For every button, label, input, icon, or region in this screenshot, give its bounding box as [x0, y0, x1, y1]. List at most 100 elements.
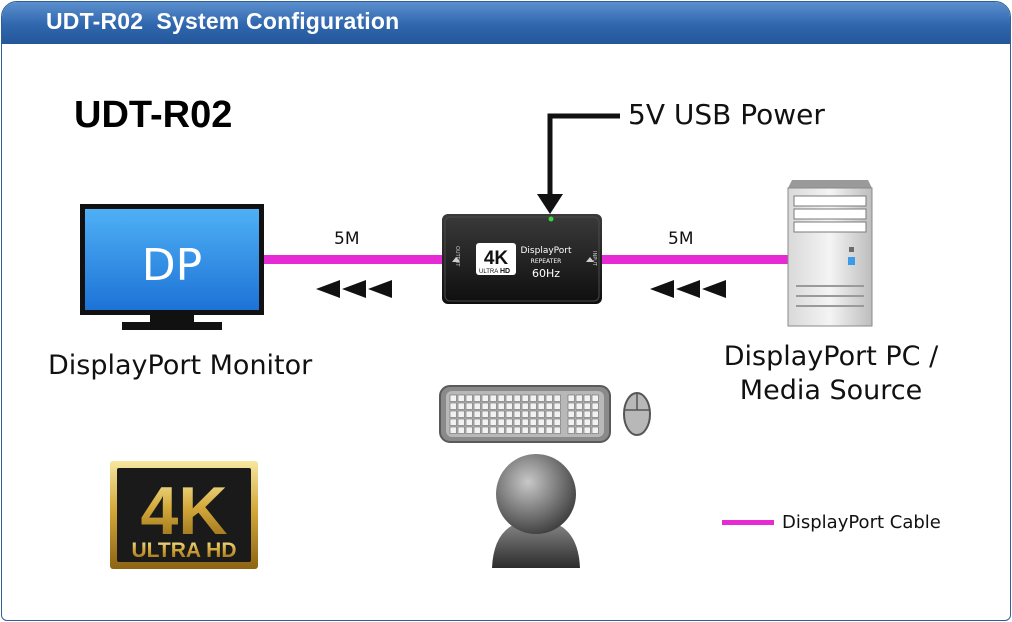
- cable-right: [602, 255, 792, 264]
- repeater-type: REPEATER: [531, 258, 562, 265]
- keyboard-key: [529, 402, 537, 410]
- logo-4k-text: 4K: [141, 473, 228, 549]
- keyboard-key: [529, 418, 537, 426]
- keyboard-key: [583, 394, 591, 402]
- output-arrow-icon: [452, 257, 460, 262]
- keyboard-key: [449, 394, 457, 402]
- repeater-badge-ultra: ULTRA: [479, 269, 498, 275]
- model-name: UDT-R02: [74, 94, 233, 136]
- keyboard-key: [545, 394, 553, 402]
- keyboard-key: [591, 402, 599, 410]
- title-bar: UDT-R02 System Configuration: [2, 2, 1010, 44]
- keyboard-key: [545, 426, 553, 434]
- power-arrow-icon: [537, 194, 563, 214]
- keyboard-key: [473, 418, 481, 426]
- keyboard-key: [553, 418, 561, 426]
- keyboard-key: [537, 402, 545, 410]
- keyboard-key: [583, 410, 591, 418]
- keyboard-key: [505, 418, 513, 426]
- keyboard-key: [575, 426, 583, 434]
- cable-left: [262, 255, 444, 264]
- keyboard-key: [465, 410, 473, 418]
- keyboard-key: [457, 410, 465, 418]
- keyboard-key: [513, 402, 521, 410]
- keyboard-key: [575, 402, 583, 410]
- keyboard-key: [497, 402, 505, 410]
- keyboard-key: [583, 402, 591, 410]
- keyboard-key: [521, 394, 529, 402]
- keyboard-key: [591, 410, 599, 418]
- keyboard-key: [465, 426, 473, 434]
- keyboard-key: [537, 426, 545, 434]
- legend-label: DisplayPort Cable: [782, 512, 941, 533]
- keyboard-key: [457, 418, 465, 426]
- keyboard-key: [489, 410, 497, 418]
- keyboard-key: [567, 410, 575, 418]
- keyboard-key: [537, 410, 545, 418]
- source-label-line2: Media Source: [739, 375, 923, 406]
- keyboard-key: [505, 394, 513, 402]
- page-title: UDT-R02 System Configuration: [46, 8, 400, 34]
- keyboard-key: [465, 402, 473, 410]
- keyboard-key: [449, 418, 457, 426]
- keyboard-key: [505, 402, 513, 410]
- keyboard-key: [537, 418, 545, 426]
- keyboard-key: [497, 426, 505, 434]
- keyboard-key: [497, 394, 505, 402]
- keyboard-key: [521, 426, 529, 434]
- monitor-screen-text: DP: [142, 240, 202, 291]
- keyboard-key: [457, 402, 465, 410]
- keyboard-key: [575, 394, 583, 402]
- keyboard-key: [465, 418, 473, 426]
- input-arrow-icon: [586, 257, 594, 262]
- keyboard-key: [473, 426, 481, 434]
- user-icon: [492, 454, 580, 568]
- keyboard-key: [553, 402, 561, 410]
- keyboard-key: [521, 418, 529, 426]
- keyboard-key: [583, 426, 591, 434]
- keyboard-key: [457, 394, 465, 402]
- keyboard-key: [575, 410, 583, 418]
- keyboard-key: [521, 410, 529, 418]
- keyboard-key: [583, 418, 591, 426]
- keyboard-key: [449, 426, 457, 434]
- keyboard-key: [489, 402, 497, 410]
- repeater-rate: 60Hz: [532, 267, 560, 280]
- repeater-badge-4k: 4K: [484, 248, 509, 269]
- keyboard-key: [545, 418, 553, 426]
- keyboard-key: [513, 394, 521, 402]
- keyboard-key: [449, 410, 457, 418]
- keyboard-key: [553, 410, 561, 418]
- monitor-icon: DP: [80, 204, 264, 330]
- pc-tower-icon: [787, 180, 873, 327]
- mouse-icon: [623, 392, 651, 436]
- keyboard-key: [481, 426, 489, 434]
- keyboard-key: [521, 402, 529, 410]
- signal-arrows-left: [316, 280, 392, 298]
- keyboard-key: [591, 426, 599, 434]
- keyboard-key: [567, 426, 575, 434]
- signal-arrows-right: [650, 280, 726, 298]
- keyboard-key: [489, 394, 497, 402]
- keyboard-key: [457, 426, 465, 434]
- keyboard-key: [449, 402, 457, 410]
- keyboard-key: [545, 402, 553, 410]
- keyboard-key: [553, 426, 561, 434]
- keyboard-key: [505, 426, 513, 434]
- keyboard-key: [473, 394, 481, 402]
- legend-cable-swatch: [722, 520, 774, 525]
- keyboard-key: [591, 418, 599, 426]
- keyboard-key: [567, 402, 575, 410]
- keyboard-key: [513, 418, 521, 426]
- keyboard-key: [473, 402, 481, 410]
- keyboard-key: [481, 410, 489, 418]
- keyboard-key: [465, 394, 473, 402]
- logo-ultra-hd-text: ULTRA HD: [132, 539, 237, 562]
- keyboard-key: [545, 410, 553, 418]
- input-port-label: INPUT: [591, 251, 597, 267]
- power-label: 5V USB Power: [628, 98, 825, 131]
- power-led-icon: [548, 216, 554, 222]
- keyboard-key: [567, 418, 575, 426]
- monitor-label: DisplayPort Monitor: [48, 350, 313, 381]
- keyboard-key: [537, 394, 545, 402]
